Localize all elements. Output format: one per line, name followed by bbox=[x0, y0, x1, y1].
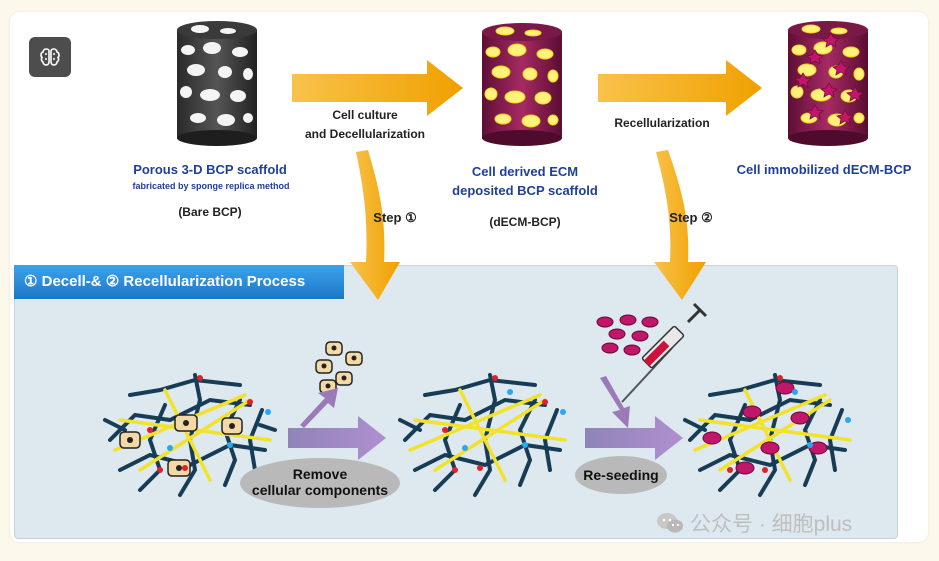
watermark-text: 公众号 · 细胞plus bbox=[690, 513, 853, 536]
brain-button[interactable] bbox=[29, 37, 71, 77]
final-scaffold-title: Cell immobilized dECM-BCP bbox=[736, 162, 912, 177]
remove-label-line2: cellular components bbox=[251, 482, 389, 498]
bare-bcp-scaffold bbox=[177, 21, 257, 146]
arrow-cell-culture bbox=[292, 60, 463, 116]
scaffold-network-3 bbox=[683, 373, 852, 497]
remove-label-line1: Remove bbox=[292, 466, 348, 482]
syringe-icon bbox=[621, 302, 708, 403]
process-banner: ① Decell-& ② Recellularization Process bbox=[14, 265, 344, 299]
bare-bcp-tag: (Bare BCP) bbox=[178, 205, 242, 219]
arrow-remove bbox=[288, 416, 386, 460]
arrow1-label-line1: Cell culture bbox=[332, 108, 398, 122]
arrow-remove-up bbox=[300, 388, 338, 428]
wechat-icon bbox=[657, 513, 683, 533]
brain-icon bbox=[40, 48, 60, 66]
scaffold-network-2 bbox=[398, 373, 567, 497]
arrow2-label: Recellularization bbox=[614, 116, 710, 130]
bare-bcp-title: Porous 3-D BCP scaffold bbox=[133, 162, 287, 177]
arrow-reseed bbox=[585, 416, 683, 460]
arrow1-label-line2: and Decellularization bbox=[304, 127, 426, 141]
arrow-step-2 bbox=[654, 150, 706, 300]
arrow-step-1 bbox=[350, 150, 400, 300]
decm-label-line1: Cell derived ECM bbox=[471, 164, 579, 179]
decm-bcp-scaffold bbox=[482, 23, 562, 146]
bare-bcp-subtitle: fabricated by sponge replica method bbox=[132, 181, 290, 191]
seeding-cells bbox=[596, 314, 659, 356]
reseeding-pill: Re-seeding bbox=[575, 456, 667, 494]
step-2-label: Step ② bbox=[669, 210, 713, 225]
arrow-reseed-down bbox=[600, 376, 630, 428]
watermark: 公众号 · 细胞plus bbox=[656, 508, 852, 538]
arrow-recellularization bbox=[598, 60, 762, 116]
scaffold-network-1 bbox=[103, 373, 277, 497]
step-1-label: Step ① bbox=[373, 210, 417, 225]
remove-components-pill: Remove cellular components bbox=[240, 458, 400, 508]
cell-immobilized-scaffold bbox=[788, 21, 868, 146]
decm-label-line2: deposited BCP scaffold bbox=[452, 183, 598, 198]
decm-tag: (dECM-BCP) bbox=[489, 215, 561, 229]
